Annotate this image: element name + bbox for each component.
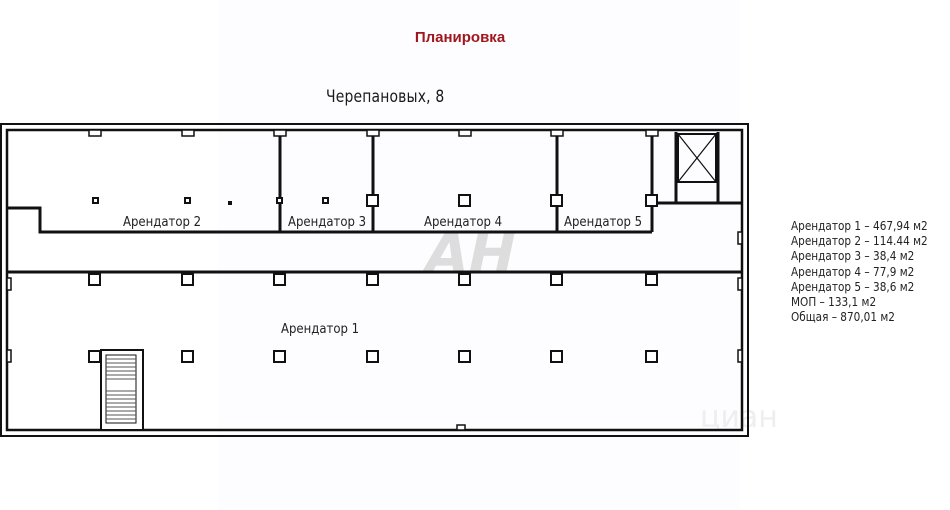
legend-item-common-area: МОП – 133,1 м2	[791, 294, 877, 310]
room-label-tenant-2: Арендатор 2	[123, 215, 201, 230]
legend-item-tenant-1: Арендатор 1 – 467,94 м2	[791, 218, 928, 233]
columns-main	[88, 350, 658, 363]
room-label-tenant-3: Арендатор 3	[288, 215, 366, 230]
upper-tenant-walls	[7, 132, 742, 274]
top-wall-niches	[88, 129, 659, 137]
page-title: Планировка	[414, 29, 506, 46]
side-pilasters	[6, 231, 743, 431]
outer-walls	[0, 123, 749, 437]
columns-upper	[92, 194, 658, 207]
legend-item-tenant-2: Арендатор 2 – 114.44 м2	[791, 233, 928, 249]
columns-corridor	[88, 273, 658, 286]
room-label-tenant-4: Арендатор 4	[424, 215, 502, 230]
legend-item-total: Общая – 870,01 м2	[791, 309, 895, 325]
staircase-icon	[100, 349, 144, 431]
legend-item-tenant-3: Арендатор 3 – 38,4 м2	[791, 248, 915, 264]
legend-item-tenant-4: Арендатор 4 – 77,9 м2	[791, 263, 915, 279]
room-label-tenant-1: Арендатор 1	[281, 322, 359, 337]
building-address: Черепановых, 8	[326, 87, 445, 107]
background-panel	[218, 0, 740, 510]
elevator-icon	[677, 133, 717, 183]
legend-item-tenant-5: Арендатор 5 – 38,6 м2	[791, 278, 915, 294]
area-legend: Арендатор 1 – 467,94 м2 Арендатор 2 – 11…	[791, 218, 950, 324]
room-label-tenant-5: Арендатор 5	[564, 215, 642, 230]
